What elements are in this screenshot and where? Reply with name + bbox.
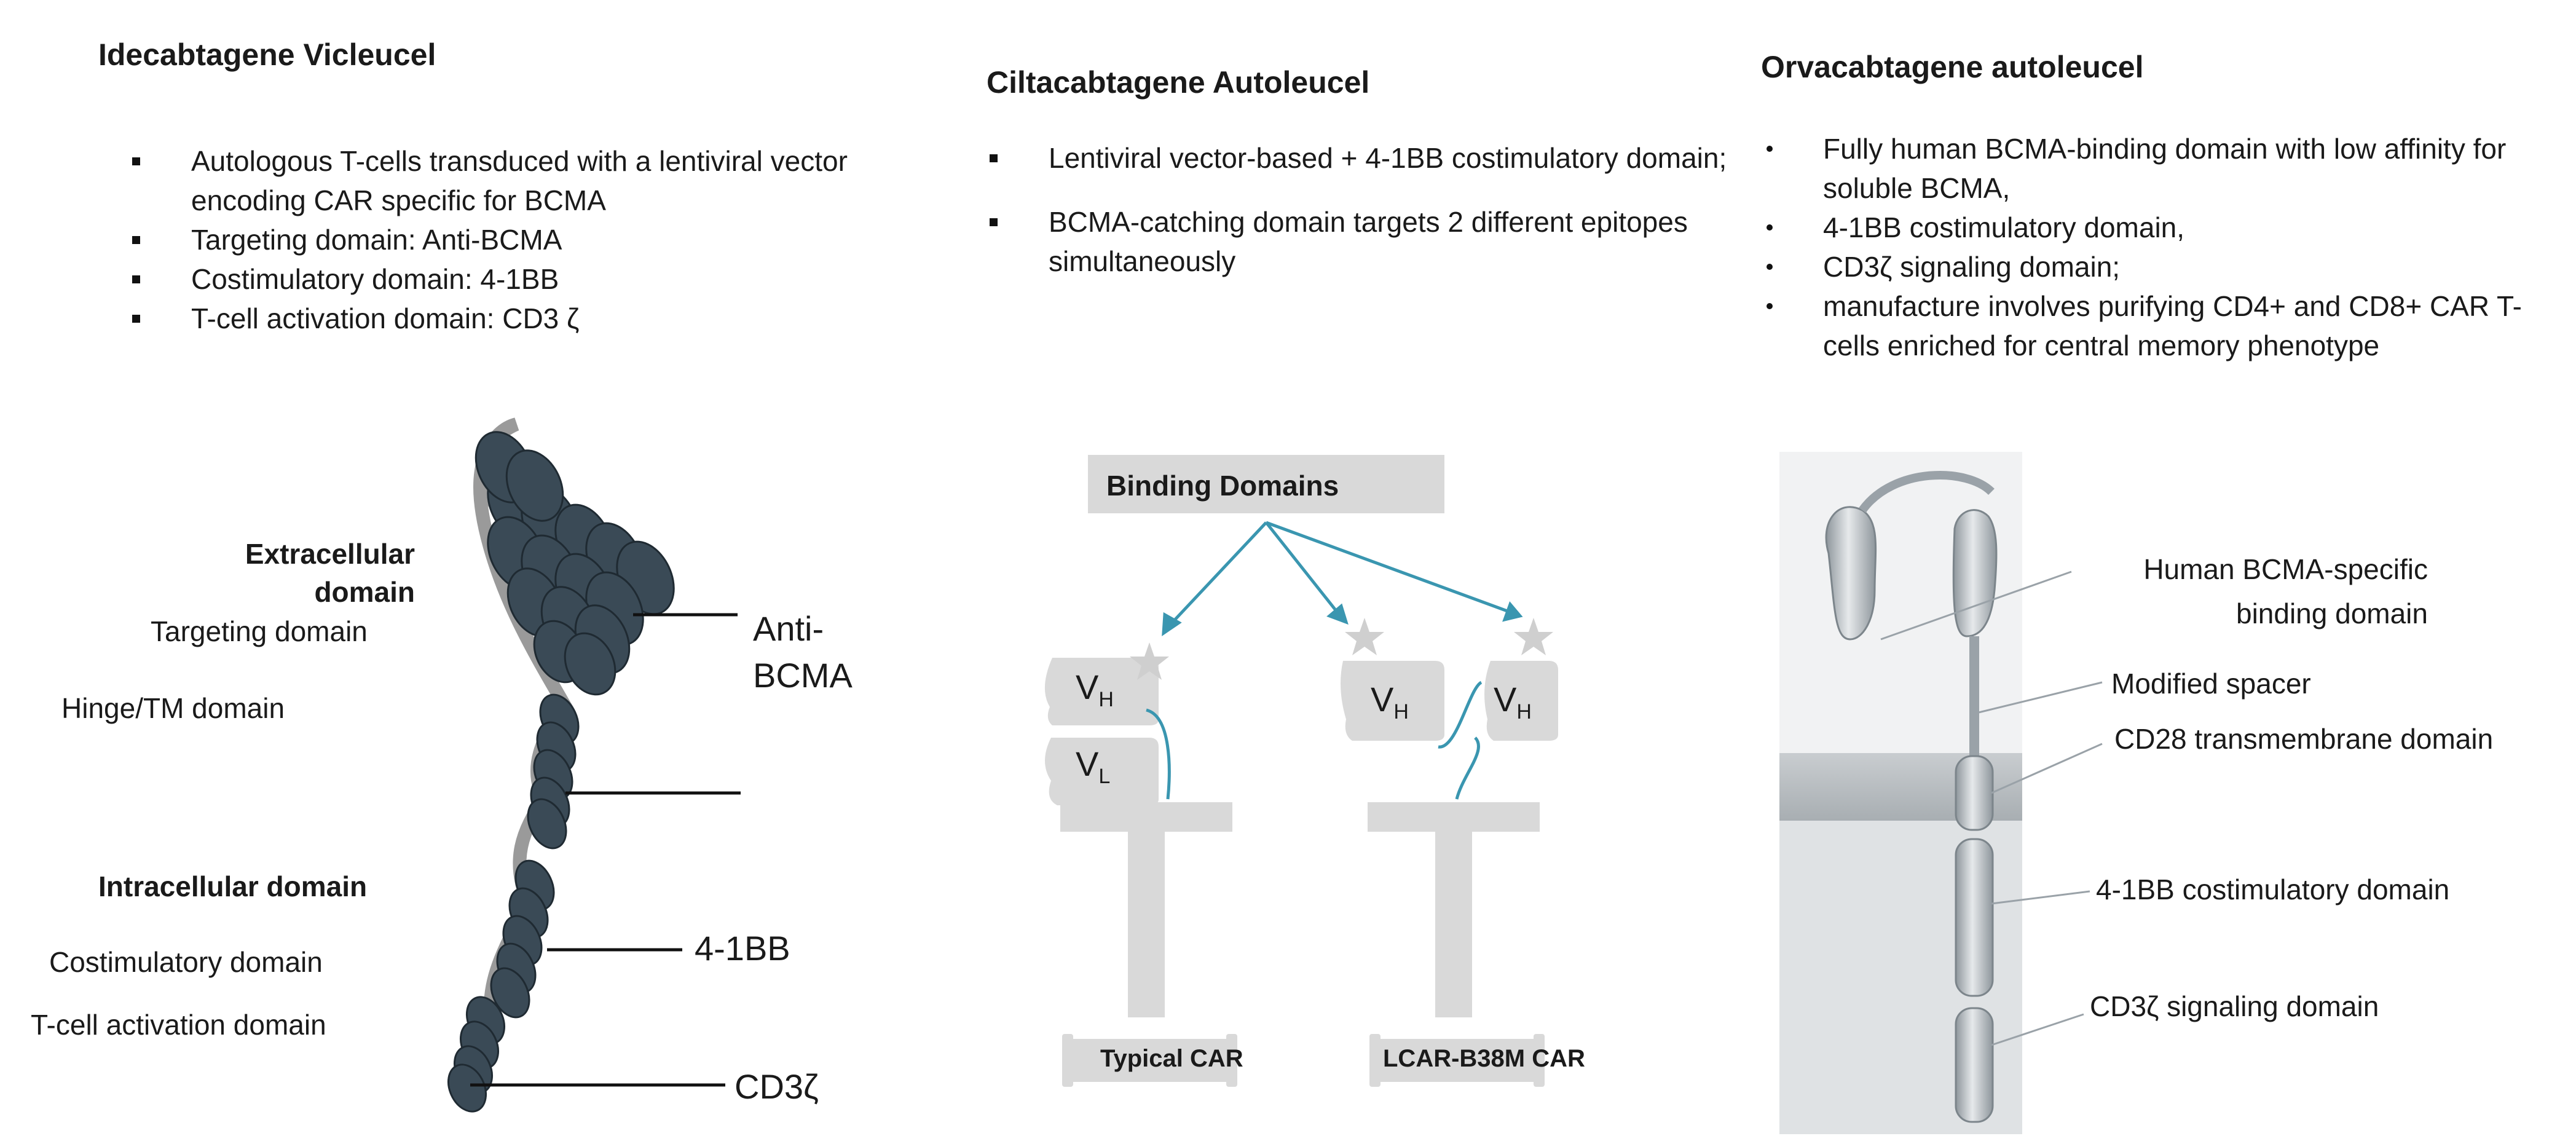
domain-ellipse [447,1063,487,1113]
costim-shape [1955,838,1994,997]
orva-pointers [1880,570,2103,1046]
tcell-label: T-cell activation domain [31,1009,326,1041]
binding-domain-shape [1825,506,1877,641]
hinge-label: Hinge/TM domain [61,692,285,724]
domain-ellipse [527,798,567,850]
panel2-bullet: Lentiviral vector-based + 4-1BB costimul… [990,138,1727,178]
cd3z-label: CD3ζ [735,1067,819,1106]
typical-car-label: Typical CAR [1100,1045,1243,1072]
cd3z-shape [1955,1007,1994,1123]
four-1bb-label: 4-1BB [695,929,790,968]
panel3-title: Orvacabtagene autoleucel [1761,50,2144,84]
spacer-label: Modified spacer [2111,668,2311,700]
typical-vh-label: VH [1076,668,1114,712]
panel3-bullet: CD3ζ signaling domain; [1764,247,2532,286]
binding-domains-box [1088,455,1444,513]
binding-domain-shape [1952,509,1998,637]
panel3-bullets: Fully human BCMA-binding domain with low… [1764,129,2532,365]
typical-car-linker [1146,708,1171,800]
binding-arrows [1162,521,1523,636]
panel1-bullets: Autologous T-cells transduced with a len… [132,141,931,338]
star-icon [1130,642,1169,680]
cd28-label: CD28 transmembrane domain [2114,723,2494,755]
targeting-label: Targeting domain [151,615,368,647]
star-icon [1345,618,1384,655]
star-icon [1514,618,1553,655]
extracellular-label: Extracellular domain [245,538,415,608]
domain-ellipse [564,632,616,696]
panel1-title: Idecabtagene Vicleucel [98,37,436,72]
lcar-car-shape [1341,661,1558,1087]
lcar-vh-label-1: VH [1371,680,1409,724]
domain-ellipse [490,967,530,1019]
lcar-vh-label-2: VH [1494,680,1532,724]
cd3z-label: CD3ζ signaling domain [2090,990,2379,1022]
cd28-tm-shape [1955,755,1994,831]
human-bcma-label: Human BCMA-specific binding domain [2143,553,2428,629]
panel2-bullet: BCMA-catching domain targets 2 different… [990,202,1727,281]
domain-ellipses [447,431,675,1113]
panel1-bullet: Autologous T-cells transduced with a len… [132,141,931,220]
linker [1859,471,1995,513]
panel2-title: Ciltacabtagene Autoleucel [987,65,1370,100]
panel1-bullet: Costimulatory domain: 4-1BB [132,259,931,299]
costim-label: Costimulatory domain [49,946,323,978]
panel3-bullet: Fully human BCMA-binding domain with low… [1764,129,2532,208]
lcar-linker [1438,680,1483,800]
domain-ellipse [505,449,564,522]
typical-car-shape [1044,658,1237,1087]
anti-bcma-label: Anti-BCMA [753,609,853,695]
panel3-bullet: 4-1BB costimulatory domain, [1764,208,2532,247]
panel1-bullet: T-cell activation domain: CD3 ζ [132,299,931,338]
intracellular-label: Intracellular domain [98,870,368,902]
costim-label: 4-1BB costimulatory domain [2096,874,2450,905]
panel1-bullet: Targeting domain: Anti-BCMA [132,220,931,259]
typical-vl-label: VL [1076,744,1111,789]
panel3-bullet: manufacture involves purifying CD4+ and … [1764,286,2532,365]
lcar-label: LCAR-B38M CAR [1383,1045,1585,1072]
binding-domains-label: Binding Domains [1106,470,1339,502]
panel2-bullets: Lentiviral vector-based + 4-1BB costimul… [990,138,1727,281]
